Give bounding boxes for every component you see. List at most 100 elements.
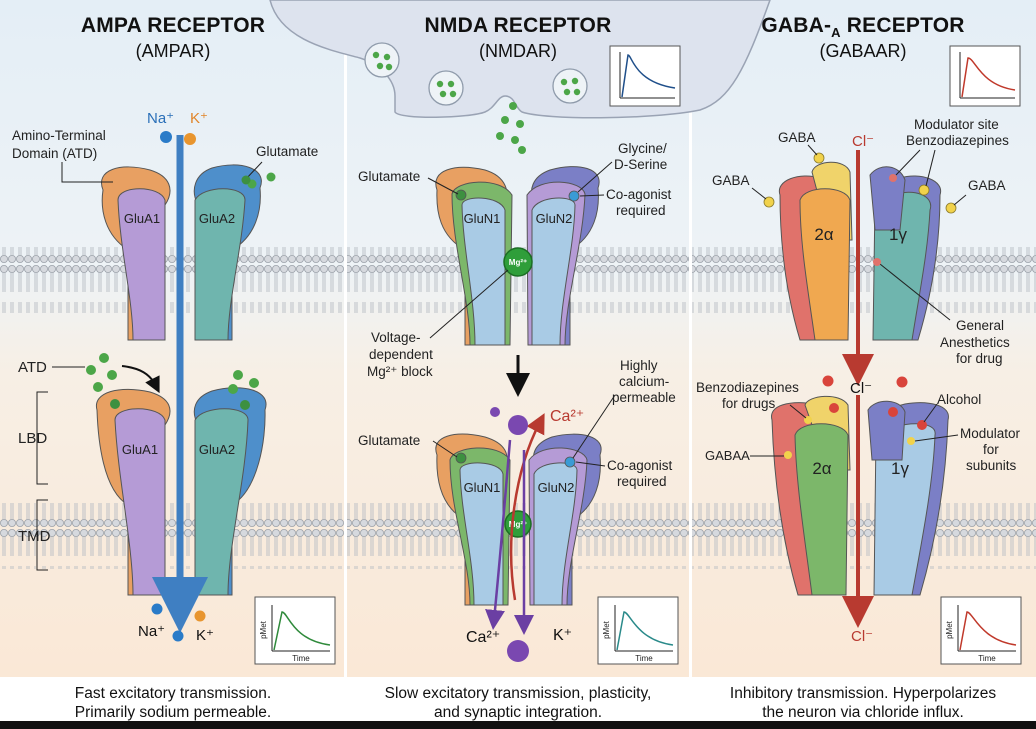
title-subscript: A <box>831 25 841 41</box>
chloride-label: Cl⁻ <box>851 628 873 645</box>
coagonist-label: Co-agonist <box>607 458 673 473</box>
synaptic-vesicle <box>364 42 400 78</box>
gaba-label: GABA <box>968 178 1006 193</box>
panel-subtitle-ampa: (AMPAR) <box>135 41 211 61</box>
subunit-label-glua1: GluA1 <box>124 211 160 226</box>
caption-line: Slow excitatory transmission, plasticity… <box>384 685 652 702</box>
caption-line: Fast excitatory transmission. <box>74 685 272 702</box>
caption-line: Primarily sodium permeable. <box>74 704 272 721</box>
current-graph: pMet Time <box>940 596 1022 665</box>
caption-nmda: Slow excitatory transmission, plasticity… <box>348 684 688 722</box>
calcium-ion <box>507 640 529 662</box>
panel-ampa-bg <box>0 0 344 677</box>
released-glutamate <box>496 102 526 154</box>
tmd-label: TMD <box>18 528 51 545</box>
ampa-receptor-closed <box>101 164 262 341</box>
highly-permeable-label: permeable <box>612 390 676 405</box>
modulator-subunit-leader <box>914 434 959 442</box>
graph-y-label: pMet <box>259 620 268 639</box>
anesthetics-label: General <box>956 318 1004 333</box>
anesthetics-label: Anesthetics <box>940 335 1010 350</box>
lbd-label: LBD <box>18 430 47 447</box>
binding-arrow <box>121 365 160 394</box>
highly-permeable-label: Highly <box>620 358 658 373</box>
mg-ion-label: Mg²⁺ <box>509 520 527 529</box>
alcohol-leader-line <box>923 403 938 423</box>
panel-title-gaba: GABA-A RECEPTOR <box>693 14 1033 40</box>
gaba-label: GABA <box>778 130 816 145</box>
gabaa-label: GABAA <box>705 448 750 463</box>
subunit-label-glua2: GluA2 <box>199 442 235 457</box>
coagonist-leader-line <box>579 194 605 197</box>
sodium-ion <box>160 131 172 143</box>
modulator-site-label: Benzodiazepines <box>906 133 1009 148</box>
tmd-bracket <box>36 499 48 571</box>
glycine-label: Glycine/ <box>618 141 667 156</box>
glutamate-site <box>455 189 467 201</box>
bottom-bar <box>0 721 1036 729</box>
current-graph-top <box>609 45 681 107</box>
modulator-subunit-label: Modulator <box>960 426 1021 441</box>
subunit-label-alpha: 2α <box>814 225 833 244</box>
coagonist-label: Co-agonist <box>606 187 672 202</box>
anesthetic-site <box>873 258 881 266</box>
voltage-block-label: Voltage- <box>371 330 421 345</box>
modulator-subunit-label: for <box>983 442 999 457</box>
subunit-label-glua1: GluA1 <box>122 442 158 457</box>
nmda-receptor-open <box>435 433 602 606</box>
caption-line: Inhibitory transmission. Hyperpolarizes <box>729 685 997 702</box>
graph-x-label: Time <box>978 654 996 663</box>
calcium-ion <box>508 415 528 435</box>
calcium-label: Ca²⁺ <box>550 408 584 425</box>
benzodiazepine-site <box>889 174 897 182</box>
alcohol-label: Alcohol <box>937 392 981 407</box>
sodium-ion <box>151 603 163 615</box>
potassium-ion <box>194 610 206 622</box>
subunit-label-glun1: GluN1 <box>464 480 501 495</box>
chloride-label: Cl⁻ <box>852 133 874 150</box>
panel-subtitle-nmda: (NMDAR) <box>479 41 557 61</box>
potassium-label: K⁺ <box>190 110 208 127</box>
glutamate-site <box>455 452 467 464</box>
modulator-leader-line <box>925 149 936 187</box>
graph-x-label: Time <box>292 654 310 663</box>
gaba-molecules <box>763 152 957 214</box>
subunit-label-glua2: GluA2 <box>199 211 235 226</box>
subunit-label-alpha: 2α <box>812 459 831 478</box>
glutamate-molecules <box>241 172 276 189</box>
gaba-leader-line <box>751 187 767 200</box>
voltage-block-label: Mg²⁺ block <box>367 364 433 379</box>
chloride-label: Cl⁻ <box>850 380 872 397</box>
coagonist-site <box>568 190 580 202</box>
voltage-block-label: dependent <box>369 347 433 362</box>
potassium-label: K⁺ <box>196 627 214 644</box>
caption-ampa: Fast excitatory transmission. Primarily … <box>3 684 343 722</box>
anesthetics-label: for drug <box>956 351 1003 366</box>
glutamate-label: Glutamate <box>358 169 420 184</box>
benzodiazepines-label: for drugs <box>722 396 776 411</box>
glycine-leader-line <box>577 161 613 193</box>
modulator-subunit-label: subunits <box>966 458 1017 473</box>
atd-label: ATD <box>18 359 47 376</box>
sodium-ion <box>172 630 184 642</box>
membrane-top <box>0 247 1036 313</box>
glutamate-leader-line <box>432 440 458 458</box>
caption-line: and synaptic integration. <box>433 704 603 721</box>
potassium-ion <box>184 133 196 145</box>
glutamate-label: Glutamate <box>358 433 420 448</box>
coagonist-label: required <box>616 203 666 218</box>
modulator-site-label: Modulator site <box>914 117 999 132</box>
subunit-label-gamma: 1γ <box>889 225 907 244</box>
glutamate-molecules <box>86 353 259 410</box>
atd-leader-line <box>61 162 113 183</box>
sodium-label: Na⁺ <box>138 623 165 640</box>
calcium-label: Ca²⁺ <box>466 629 500 646</box>
current-graph: pMet Time <box>254 596 336 665</box>
caption-gaba: Inhibitory transmission. Hyperpolarizes … <box>693 684 1033 722</box>
subunit-label-glun2: GluN2 <box>538 480 575 495</box>
gaba-receptor-open <box>771 395 949 596</box>
synaptic-vesicle <box>428 70 464 106</box>
glycine-label: D-Serine <box>614 157 667 172</box>
calcium-influx-arrow <box>485 439 512 630</box>
